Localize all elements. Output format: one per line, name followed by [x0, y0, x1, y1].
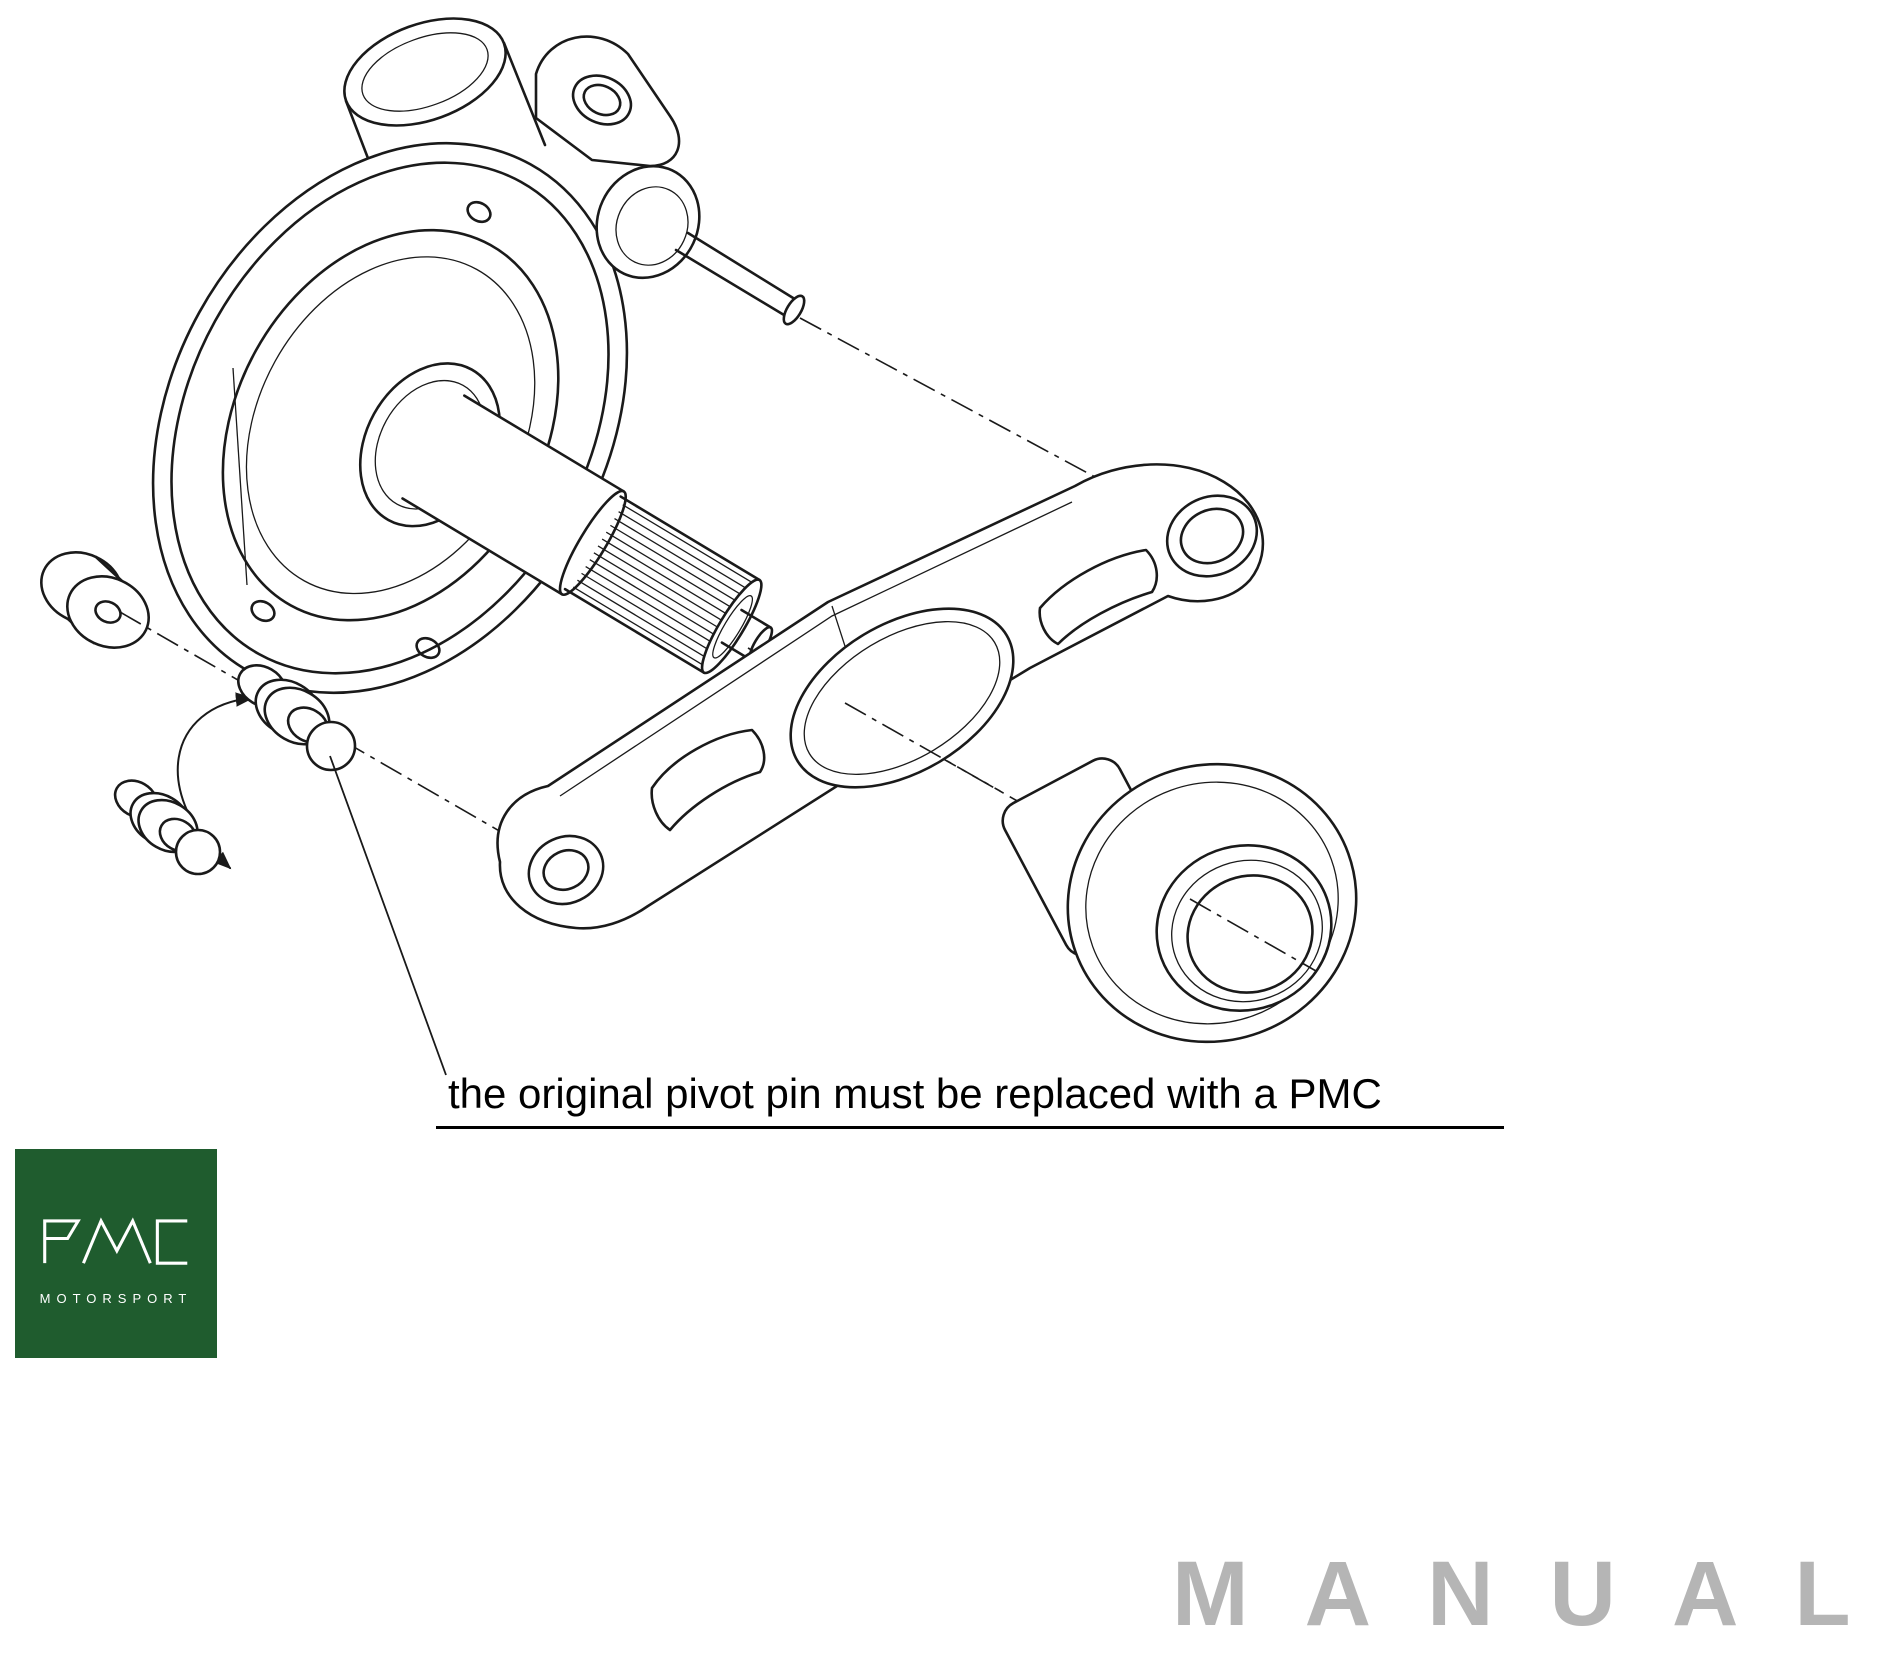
pivot-pin-original	[113, 779, 222, 876]
spacer-bushing	[40, 551, 150, 649]
release-fork	[496, 463, 1265, 930]
guide-tube	[343, 17, 547, 202]
pmc-monogram-icon	[43, 1217, 188, 1265]
pivot-pin-pmc	[237, 664, 357, 772]
mounting-lug	[534, 35, 681, 168]
center-line-through-bearing	[1189, 898, 1317, 972]
front-cover-flange	[151, 141, 629, 695]
center-line-through-fork	[844, 702, 1001, 792]
annotation-text: the original pivot pin must be replaced …	[448, 1070, 1382, 1117]
input-shaft	[399, 393, 774, 675]
pmc-logo: MOTORSPORT	[15, 1149, 217, 1358]
release-bearing	[1001, 757, 1358, 1044]
pivot-shaft-boss	[595, 164, 806, 326]
annotation-note: the original pivot pin must be replaced …	[436, 1070, 1504, 1130]
annotation-leader-line	[329, 755, 447, 1076]
manual-watermark: MANUAL	[1172, 1543, 1900, 1645]
logo-subtitle: MOTORSPORT	[39, 1291, 193, 1306]
